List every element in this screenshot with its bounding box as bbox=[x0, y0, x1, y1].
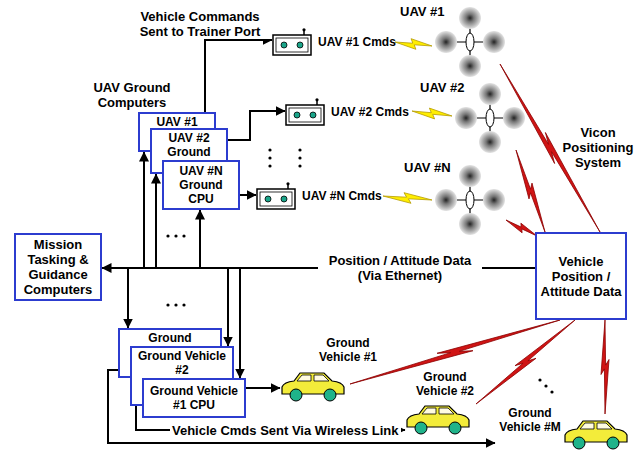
ellipsis-dot bbox=[268, 164, 271, 167]
vehicle-label: Ground Vehicle #1 bbox=[310, 336, 386, 364]
connector bbox=[240, 268, 535, 378]
edge-label: Vehicle Commands Sent to Trainer Port bbox=[128, 9, 272, 39]
tracking-link bbox=[516, 150, 545, 232]
transmitter-symbol bbox=[273, 28, 311, 55]
ground-vehicle: Ground Vehicle #M bbox=[495, 402, 631, 450]
group-label: UAV Ground Computers bbox=[86, 80, 178, 110]
transmitter-symbol bbox=[257, 182, 295, 209]
car-symbol bbox=[407, 406, 469, 434]
radio-link bbox=[412, 108, 452, 119]
position-data-box: Vehicle Position / Attitude Data bbox=[535, 232, 627, 320]
ellipsis-dot bbox=[174, 303, 177, 306]
command-label: UAV #2 Cmds bbox=[331, 98, 409, 126]
car-symbol bbox=[565, 421, 627, 449]
vehicle-name: UAV #N bbox=[404, 160, 451, 175]
command-label: UAV #N Cmds bbox=[302, 182, 382, 210]
connector bbox=[205, 40, 272, 112]
connector bbox=[144, 152, 535, 268]
transmitter: UAV #1 Cmds bbox=[272, 28, 398, 56]
transmitter-icon bbox=[285, 98, 325, 126]
tracking-link bbox=[476, 320, 575, 404]
ellipsis-dot bbox=[182, 303, 185, 306]
radio-link bbox=[383, 193, 432, 204]
car-icon bbox=[405, 403, 471, 435]
command-label: UAV #1 Cmds bbox=[318, 28, 396, 56]
tracking-link bbox=[601, 320, 609, 414]
box-text: Ground bbox=[148, 331, 191, 345]
ellipsis-dot bbox=[268, 148, 271, 151]
connector bbox=[240, 194, 256, 196]
box-text: Mission Tasking & Guidance Computers bbox=[19, 237, 97, 297]
computer-box: Mission Tasking & Guidance Computers bbox=[14, 233, 102, 301]
ellipsis-dot bbox=[544, 384, 547, 387]
ellipsis-dot bbox=[166, 303, 169, 306]
quadrotor bbox=[455, 83, 525, 153]
transmitter-icon bbox=[256, 182, 296, 210]
car-icon bbox=[563, 418, 629, 450]
car-icon bbox=[280, 370, 346, 402]
tracking-link bbox=[506, 220, 537, 236]
box-text: UAV #1 bbox=[156, 115, 197, 129]
box-text: Ground Vehicle #2 bbox=[135, 349, 229, 377]
ellipsis-dot bbox=[298, 164, 301, 167]
ellipsis-dot bbox=[268, 156, 271, 159]
vehicle-name: UAV #2 bbox=[420, 80, 465, 95]
car-symbol bbox=[282, 373, 344, 401]
connector bbox=[228, 111, 285, 140]
transmitter-symbol bbox=[286, 98, 324, 125]
ellipsis-dot bbox=[174, 234, 177, 237]
vehicle-name: UAV #1 bbox=[400, 4, 445, 19]
edge-label: Position / Attitude Data (Via Ethernet) bbox=[318, 253, 482, 283]
radio-link bbox=[395, 39, 432, 50]
ground-cpu-box: UAV #N Ground CPU bbox=[162, 160, 240, 210]
box-text: UAV #N Ground CPU bbox=[167, 164, 235, 206]
quadrotor bbox=[435, 7, 505, 77]
box-text: UAV #2 Ground bbox=[155, 131, 223, 159]
vehicle-label: Ground Vehicle #M bbox=[495, 406, 565, 434]
connector bbox=[108, 370, 495, 443]
edge-label: Vehicle Cmds Sent Via Wireless Link bbox=[170, 423, 401, 438]
ellipsis-dot bbox=[182, 234, 185, 237]
ellipsis-dot bbox=[538, 378, 541, 381]
ground-cpu-box: Ground Vehicle #1 CPU bbox=[142, 378, 246, 418]
ellipsis-dot bbox=[166, 234, 169, 237]
vehicle-label: Ground Vehicle #2 bbox=[407, 370, 483, 398]
ellipsis-dot bbox=[298, 148, 301, 151]
system-label: Vicon Positioning System bbox=[562, 125, 634, 170]
ground-vehicle: Ground Vehicle #2 bbox=[405, 370, 485, 434]
ellipsis-dot bbox=[550, 390, 553, 393]
connector bbox=[246, 387, 280, 389]
ellipsis-dot bbox=[298, 156, 301, 159]
transmitter: UAV #N Cmds bbox=[256, 182, 384, 210]
box-text: Vehicle Position / Attitude Data bbox=[540, 254, 622, 299]
box-text: Ground Vehicle #1 CPU bbox=[147, 384, 241, 412]
ground-vehicle: Ground Vehicle #1 bbox=[280, 336, 386, 402]
transmitter-icon bbox=[272, 28, 312, 56]
transmitter: UAV #2 Cmds bbox=[285, 98, 411, 126]
quadrotor bbox=[435, 165, 505, 235]
